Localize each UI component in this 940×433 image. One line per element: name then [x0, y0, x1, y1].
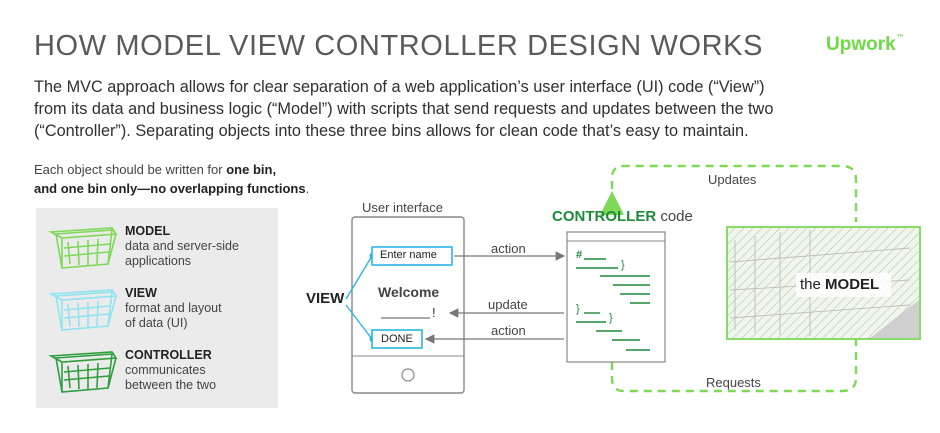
controller-heading-rest: code	[660, 208, 693, 225]
note-bold: one bin,	[226, 162, 277, 177]
legend-item-controller: CONTROLLER communicates between the two	[36, 342, 278, 402]
bin-note: Each object should be written for one bi…	[34, 160, 354, 198]
view-label: VIEW	[306, 290, 345, 307]
phone-home-button	[401, 368, 415, 382]
controller-heading: CONTROLLER code	[552, 208, 693, 225]
legend-heading: MODEL	[125, 224, 171, 238]
requests-label: Requests	[706, 375, 761, 390]
legend-panel: MODEL data and server-side applications …	[36, 208, 278, 408]
intro-paragraph: The MVC approach allows for clear separa…	[34, 76, 914, 142]
legend-desc: applications	[125, 254, 192, 268]
exclaim-text: !	[432, 305, 436, 320]
updates-loop	[600, 164, 858, 222]
arrow-label-update: update	[488, 297, 528, 312]
code-brace: }	[621, 259, 625, 271]
requests-loop	[610, 338, 858, 393]
enter-name-input	[371, 246, 453, 266]
legend-desc: data and server-side	[125, 239, 239, 253]
intro-line: The MVC approach allows for clear separa…	[34, 78, 765, 96]
controller-heading-bold: CONTROLLER	[552, 208, 657, 225]
updates-label: Updates	[708, 172, 757, 187]
legend-item-model: MODEL data and server-side applications	[36, 218, 278, 278]
legend-desc: communicates	[125, 363, 206, 377]
enter-name-text: Enter name	[380, 249, 437, 261]
ui-label: User interface	[362, 200, 443, 215]
legend-desc: between the two	[125, 378, 217, 392]
note-text: .	[305, 181, 310, 196]
brand-name: Upwork	[826, 34, 896, 55]
trademark: ™	[896, 34, 904, 41]
legend-item-view: VIEW format and layout of data (UI)	[36, 280, 278, 340]
model-prefix: the	[800, 276, 821, 293]
model-bold: MODEL	[825, 276, 880, 293]
phone-frame	[351, 216, 465, 394]
intro-line: from its data and business logic (“Model…	[34, 100, 774, 118]
model-label: the MODEL	[800, 276, 879, 293]
blue-bin-icon	[48, 289, 118, 331]
legend-heading: CONTROLLER	[125, 348, 212, 362]
legend-desc: format and layout	[125, 301, 222, 315]
legend-desc: of data (UI)	[125, 316, 188, 330]
code-brace: }	[576, 303, 580, 315]
note-bold: and one bin only—no overlapping function…	[34, 181, 306, 196]
dark-green-bin-icon	[48, 351, 118, 393]
code-brace: }	[609, 312, 613, 324]
legend-heading: VIEW	[125, 286, 157, 300]
arrow-label-action: action	[491, 241, 526, 256]
intro-line: (“Controller”). Separating objects into …	[34, 122, 749, 140]
note-text: Each object should be written for	[34, 162, 227, 177]
upwork-logo: Upwork™	[826, 34, 904, 56]
done-button-label: DONE	[381, 333, 413, 345]
page-title: HOW MODEL VIEW CONTROLLER DESIGN WORKS	[34, 30, 764, 62]
done-button	[371, 329, 423, 349]
green-bin-icon	[48, 227, 118, 269]
code-hash: #	[576, 249, 583, 261]
code-lines	[576, 258, 650, 351]
arrow-label-action: action	[491, 323, 526, 338]
welcome-text: Welcome	[378, 284, 440, 300]
